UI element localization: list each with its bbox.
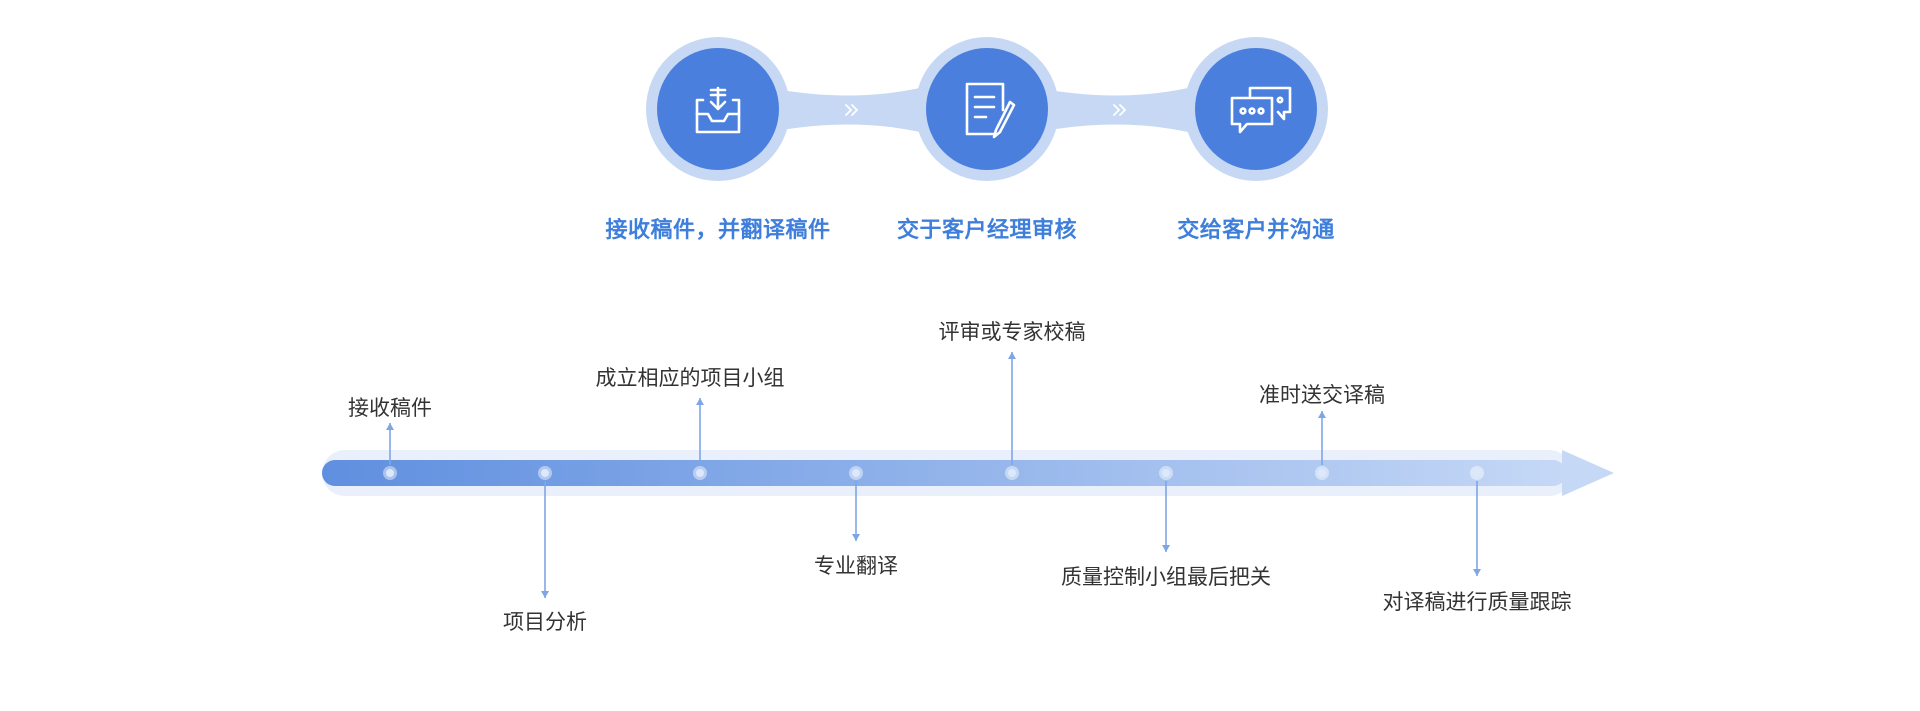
step-1-node bbox=[646, 37, 790, 181]
milestone-label-2: 项目分析 bbox=[503, 610, 587, 634]
milestone-dot bbox=[1318, 469, 1326, 477]
milestone-dot bbox=[1473, 469, 1481, 477]
milestone-layer bbox=[383, 352, 1484, 598]
step-2-node bbox=[915, 37, 1059, 181]
step-3-circle bbox=[1195, 48, 1317, 170]
step-3-node bbox=[1184, 37, 1328, 181]
step-3-label: 交给客户并沟通 bbox=[1177, 218, 1335, 243]
double-chevron-right-icon bbox=[1113, 104, 1127, 116]
milestone-label-1: 接收稿件 bbox=[348, 396, 432, 420]
double-chevron-right-icon bbox=[845, 104, 859, 116]
milestone-arrow-tip bbox=[386, 423, 394, 430]
milestone-label-4: 专业翻译 bbox=[814, 554, 898, 578]
milestone-dot bbox=[541, 469, 549, 477]
step-connector bbox=[770, 88, 920, 132]
milestone-arrow-tip bbox=[541, 591, 549, 598]
download-tray-icon bbox=[695, 86, 741, 134]
step-1-label: 接收稿件，并翻译稿件 bbox=[605, 218, 831, 243]
milestone-arrow-tip bbox=[1318, 411, 1326, 418]
chat-bubbles-icon bbox=[1230, 86, 1292, 134]
step-2-label: 交于客户经理审核 bbox=[896, 218, 1078, 243]
milestone-arrow-tip bbox=[1473, 569, 1481, 576]
milestone-label-6: 质量控制小组最后把关 bbox=[1061, 565, 1271, 589]
milestone-arrow-tip bbox=[696, 398, 704, 405]
milestone-label-7: 准时送交译稿 bbox=[1259, 383, 1385, 407]
milestone-dot bbox=[852, 469, 860, 477]
step-2-circle bbox=[926, 48, 1048, 170]
timeline-arrowhead bbox=[1562, 450, 1614, 496]
timeline-shaft bbox=[322, 460, 1566, 486]
milestone-dot bbox=[1008, 469, 1016, 477]
milestone-dot bbox=[386, 469, 394, 477]
milestone-dot bbox=[1162, 469, 1170, 477]
milestone-arrow-tip bbox=[852, 534, 860, 541]
step-connector bbox=[1038, 88, 1188, 132]
milestone-label-3: 成立相应的项目小组 bbox=[595, 366, 785, 390]
document-edit-icon bbox=[965, 82, 1016, 139]
milestone-dot bbox=[696, 469, 704, 477]
milestone-arrow-tip bbox=[1008, 352, 1016, 359]
milestone-label-8: 对译稿进行质量跟踪 bbox=[1382, 590, 1572, 614]
milestone-label-5: 评审或专家校稿 bbox=[938, 320, 1086, 344]
milestone-arrow-tip bbox=[1162, 545, 1170, 552]
top-flow-connectors bbox=[770, 88, 1188, 132]
